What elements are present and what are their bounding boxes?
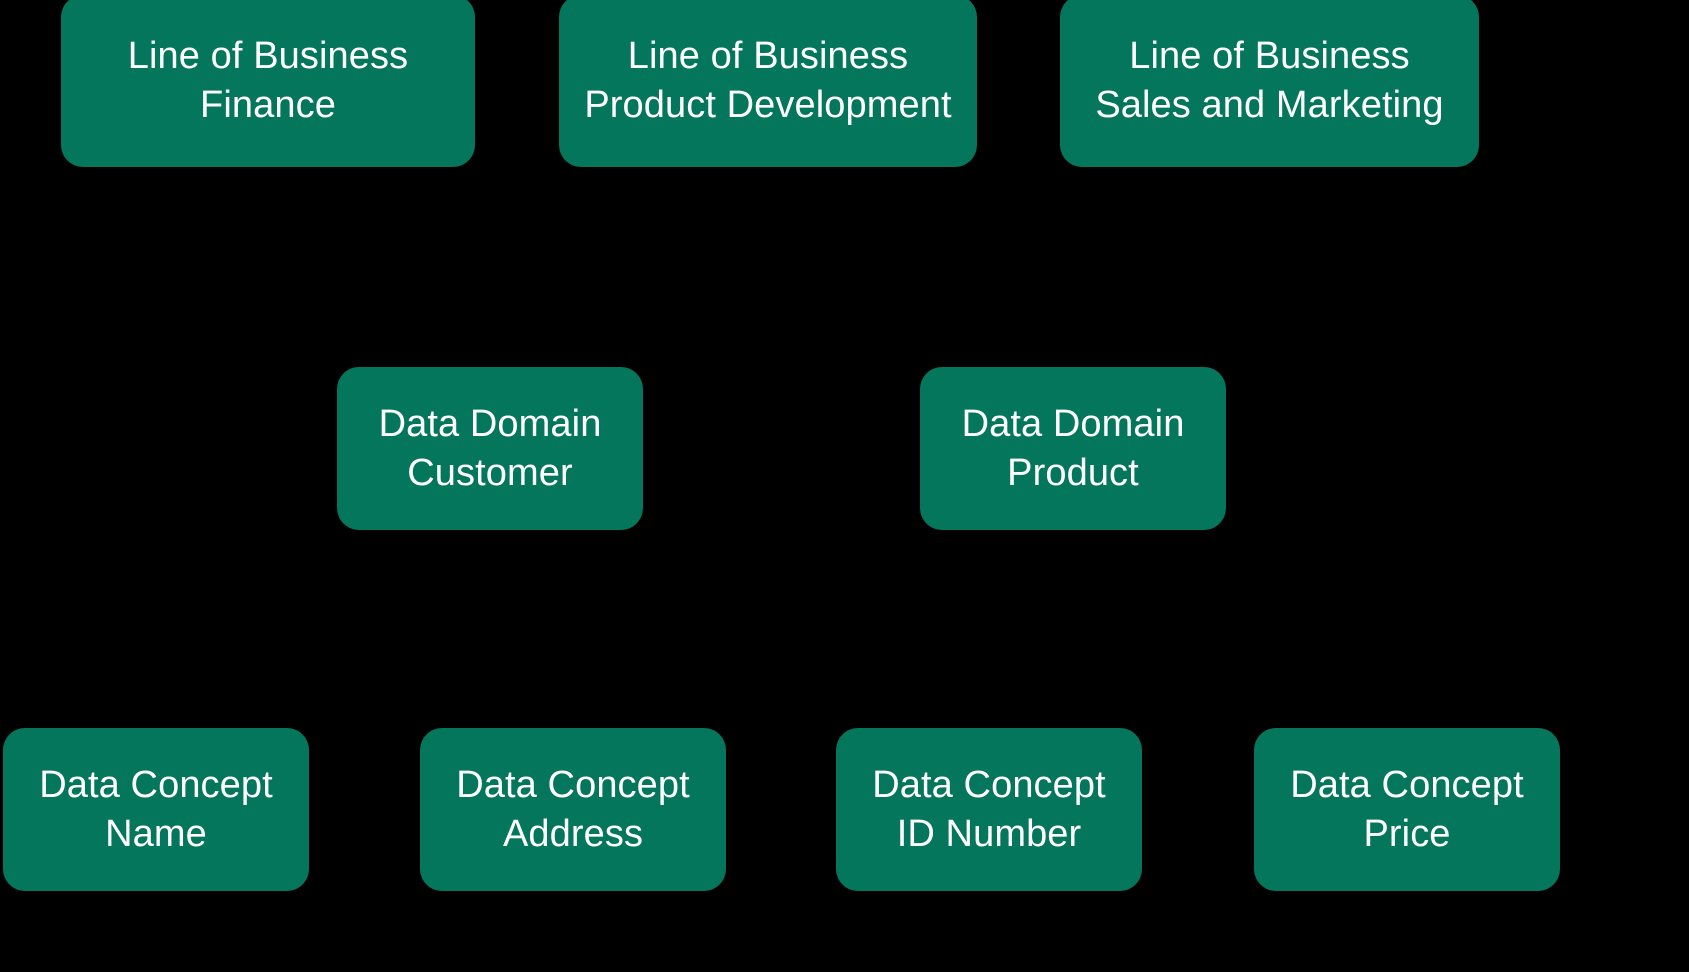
connector-line [266, 167, 492, 359]
connector-line [488, 167, 770, 359]
connector-line [488, 530, 575, 720]
node-name-label: Address [502, 812, 644, 855]
node-type-label: Line of Business [1129, 35, 1410, 78]
node-type-label: Data Concept [456, 763, 690, 806]
node-name-label: ID Number [896, 812, 1082, 855]
connector-line [154, 530, 492, 720]
node-name-label: Customer [407, 451, 573, 494]
node-name-label: Product [1007, 451, 1139, 494]
node-type-label: Data Concept [1290, 763, 1524, 806]
connector-line [1071, 530, 1409, 720]
node-lob-finance[interactable]: Line of Business Finance [61, 0, 475, 167]
node-type-label: Data Domain [961, 402, 1185, 445]
node-name-label: Finance [200, 84, 336, 126]
node-name-label: Sales and Marketing [1095, 84, 1444, 126]
node-name-label: Product Development [584, 84, 952, 126]
node-type-label: Data Concept [39, 763, 273, 806]
node-concept-id-number[interactable]: Data Concept ID Number [836, 728, 1142, 891]
node-name-label: Name [105, 812, 207, 855]
node-lob-product-development[interactable]: Line of Business Product Development [559, 0, 977, 167]
connector-line [987, 530, 1075, 720]
node-name-label: Price [1363, 812, 1451, 855]
node-type-label: Data Domain [378, 402, 602, 445]
node-type-label: Line of Business [627, 35, 909, 78]
node-type-label: Line of Business [127, 35, 409, 78]
node-lob-sales-and-marketing[interactable]: Line of Business Sales and Marketing [1060, 0, 1479, 167]
connector-line [766, 167, 1075, 359]
node-concept-name[interactable]: Data Concept Name [3, 728, 309, 891]
node-concept-address[interactable]: Data Concept Address [420, 728, 726, 891]
node-domain-product[interactable]: Data Domain Product [920, 367, 1226, 530]
node-concept-price[interactable]: Data Concept Price [1254, 728, 1560, 891]
node-type-label: Data Concept [872, 763, 1106, 806]
node-domain-customer[interactable]: Data Domain Customer [337, 367, 643, 530]
connector-line [1071, 167, 1272, 359]
